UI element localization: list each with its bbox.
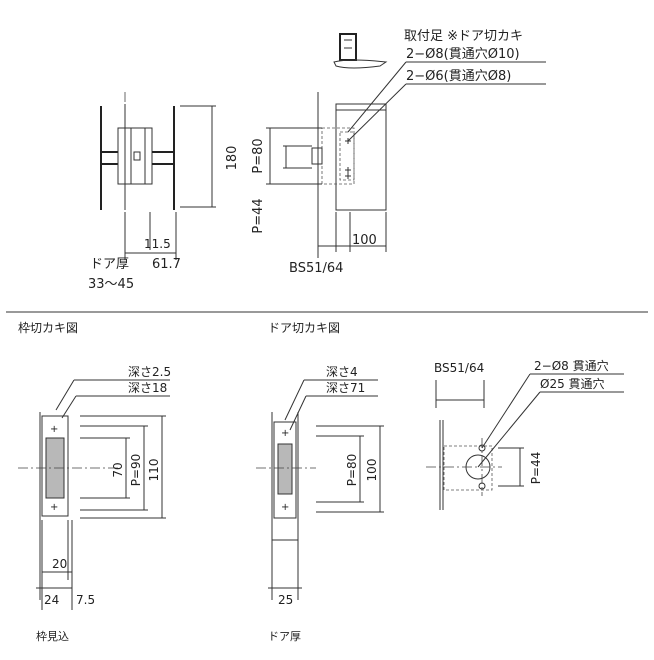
door-thickness-range: 33〜45 [88,277,134,292]
handle-side-view [100,92,216,260]
door-thickness-label: ドア厚 [90,257,129,272]
door-cut-title: ドア切カキ図 [268,321,340,335]
mount-note-2: 2−Ø6(貫通穴Ø8) [406,69,511,84]
door-thickness-bottom: ドア厚 [268,630,301,643]
hole-backset: BS51/64 [434,361,484,375]
hole-note-1: 2−Ø8 貫通穴 [534,358,609,373]
door-dim-100: 100 [365,459,379,482]
frame-dim-70: 70 [111,462,125,477]
frame-cut-drawing: + + [18,379,170,610]
frame-dim-110: 110 [147,459,161,482]
frame-reveal-label: 枠見込 [36,629,69,643]
door-front-view [266,33,546,258]
hole-cut-drawing [426,373,624,510]
mount-title: 取付足 ※ドア切カキ [404,29,523,44]
hole-dim-p44: P=44 [529,452,543,485]
dim-p80-top: P=80 [251,138,266,173]
dim-61-7: 61.7 [152,257,181,272]
mount-note-1: 2−Ø8(貫通穴Ø10) [406,47,520,62]
door-depth-2: 深さ71 [326,381,365,395]
svg-text:+: + [50,502,58,513]
dim-180: 180 [225,146,240,171]
dim-p44-top: P=44 [251,198,266,233]
dim-11-5: 11.5 [144,237,171,251]
door-depth-1: 深さ4 [326,365,358,379]
door-dim-p80: P=80 [345,454,359,487]
frame-cut-title: 枠切カキ図 [18,321,78,335]
frame-dim-20: 20 [52,557,67,571]
door-dim-25: 25 [278,593,293,607]
backset-top: BS51/64 [289,261,343,276]
door-cut-drawing: + + [256,379,384,600]
frame-dim-24: 24 [44,593,59,607]
frame-dim-7-5: 7.5 [76,593,95,607]
svg-text:+: + [281,428,289,439]
frame-depth-2: 深さ18 [128,381,167,395]
svg-text:+: + [281,502,289,513]
hole-note-2: Ø25 貫通穴 [540,376,605,391]
frame-dim-p90: P=90 [129,454,143,487]
dim-100-top: 100 [352,233,377,248]
svg-text:+: + [50,424,58,435]
frame-depth-1: 深さ2.5 [128,365,171,379]
